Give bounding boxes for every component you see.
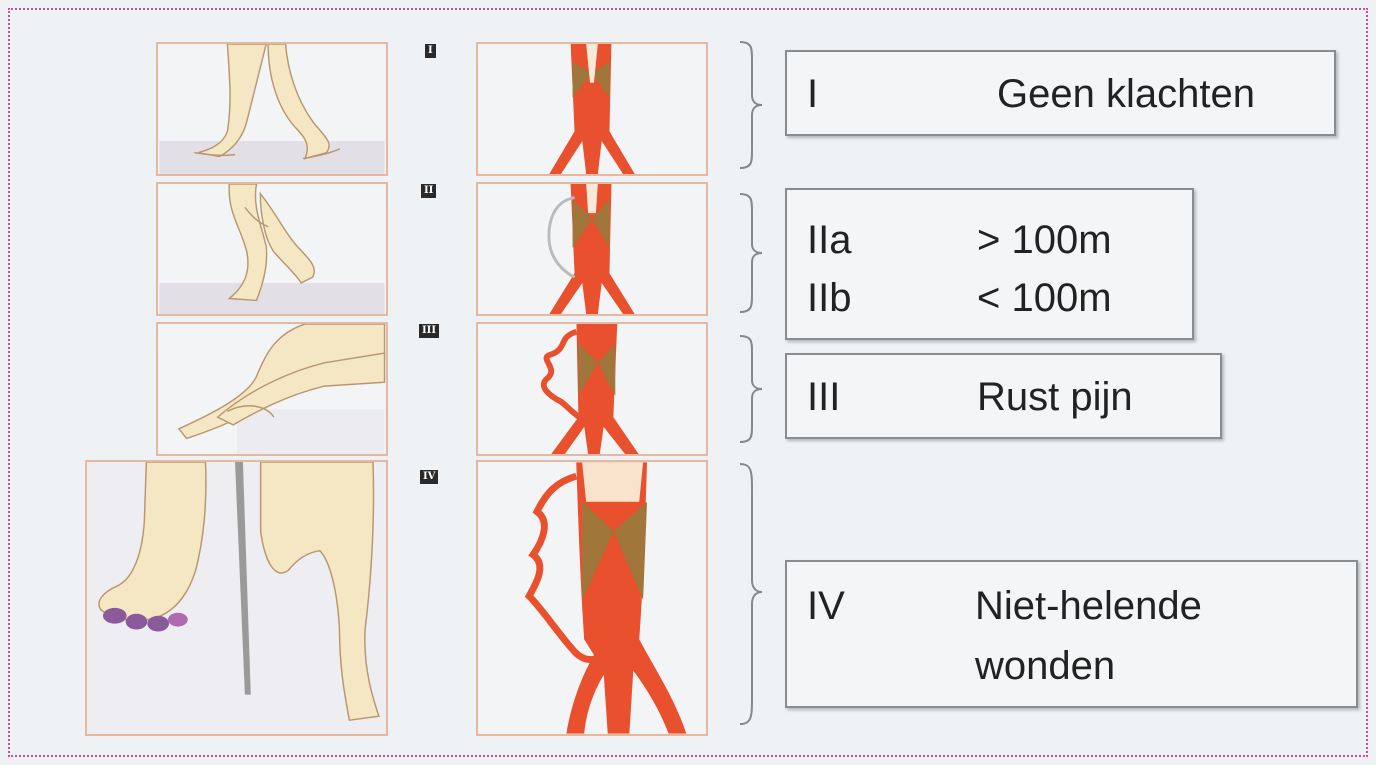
stage-description: > 100m <box>977 212 1112 268</box>
stage-4-badge: IV <box>420 470 438 484</box>
stage-code: IV <box>807 578 845 634</box>
stage-2-badge: II <box>421 184 436 198</box>
stage-description: Geen klachten <box>997 66 1255 122</box>
stage-4-artery-illustration <box>476 460 708 736</box>
stage-2-artery-illustration <box>476 182 708 316</box>
stage-code: IIa <box>807 212 851 268</box>
stage-code: IIb <box>807 270 851 326</box>
stage-code: III <box>807 369 840 425</box>
stage-description: < 100m <box>977 270 1112 326</box>
stage-description: wonden <box>975 638 1115 694</box>
stage-2-brace-icon <box>736 192 764 314</box>
stage-1-artery-illustration <box>476 42 708 176</box>
stage-1-legs-illustration <box>156 42 388 176</box>
stage-3-legs-illustration <box>156 322 388 456</box>
stage-3-artery-illustration <box>476 322 708 456</box>
stage-2-label-box: IIa > 100m IIb < 100m <box>785 188 1194 340</box>
stage-3-brace-icon <box>736 334 764 444</box>
stage-4-label-box: IV Niet-helende wonden <box>785 560 1358 708</box>
stage-1-brace-icon <box>736 40 764 170</box>
stage-4-legs-illustration <box>85 460 388 736</box>
stage-2-legs-illustration <box>156 182 388 316</box>
stage-description: Niet-helende <box>975 578 1202 634</box>
stage-4-brace-icon <box>736 462 764 726</box>
stage-3-badge: III <box>419 324 439 338</box>
stage-3-label-box: III Rust pijn <box>785 353 1222 439</box>
stage-description: Rust pijn <box>977 369 1133 425</box>
stage-1-label-box: I Geen klachten <box>785 50 1336 136</box>
stage-1-badge: I <box>425 44 436 58</box>
stage-code: I <box>807 66 818 122</box>
